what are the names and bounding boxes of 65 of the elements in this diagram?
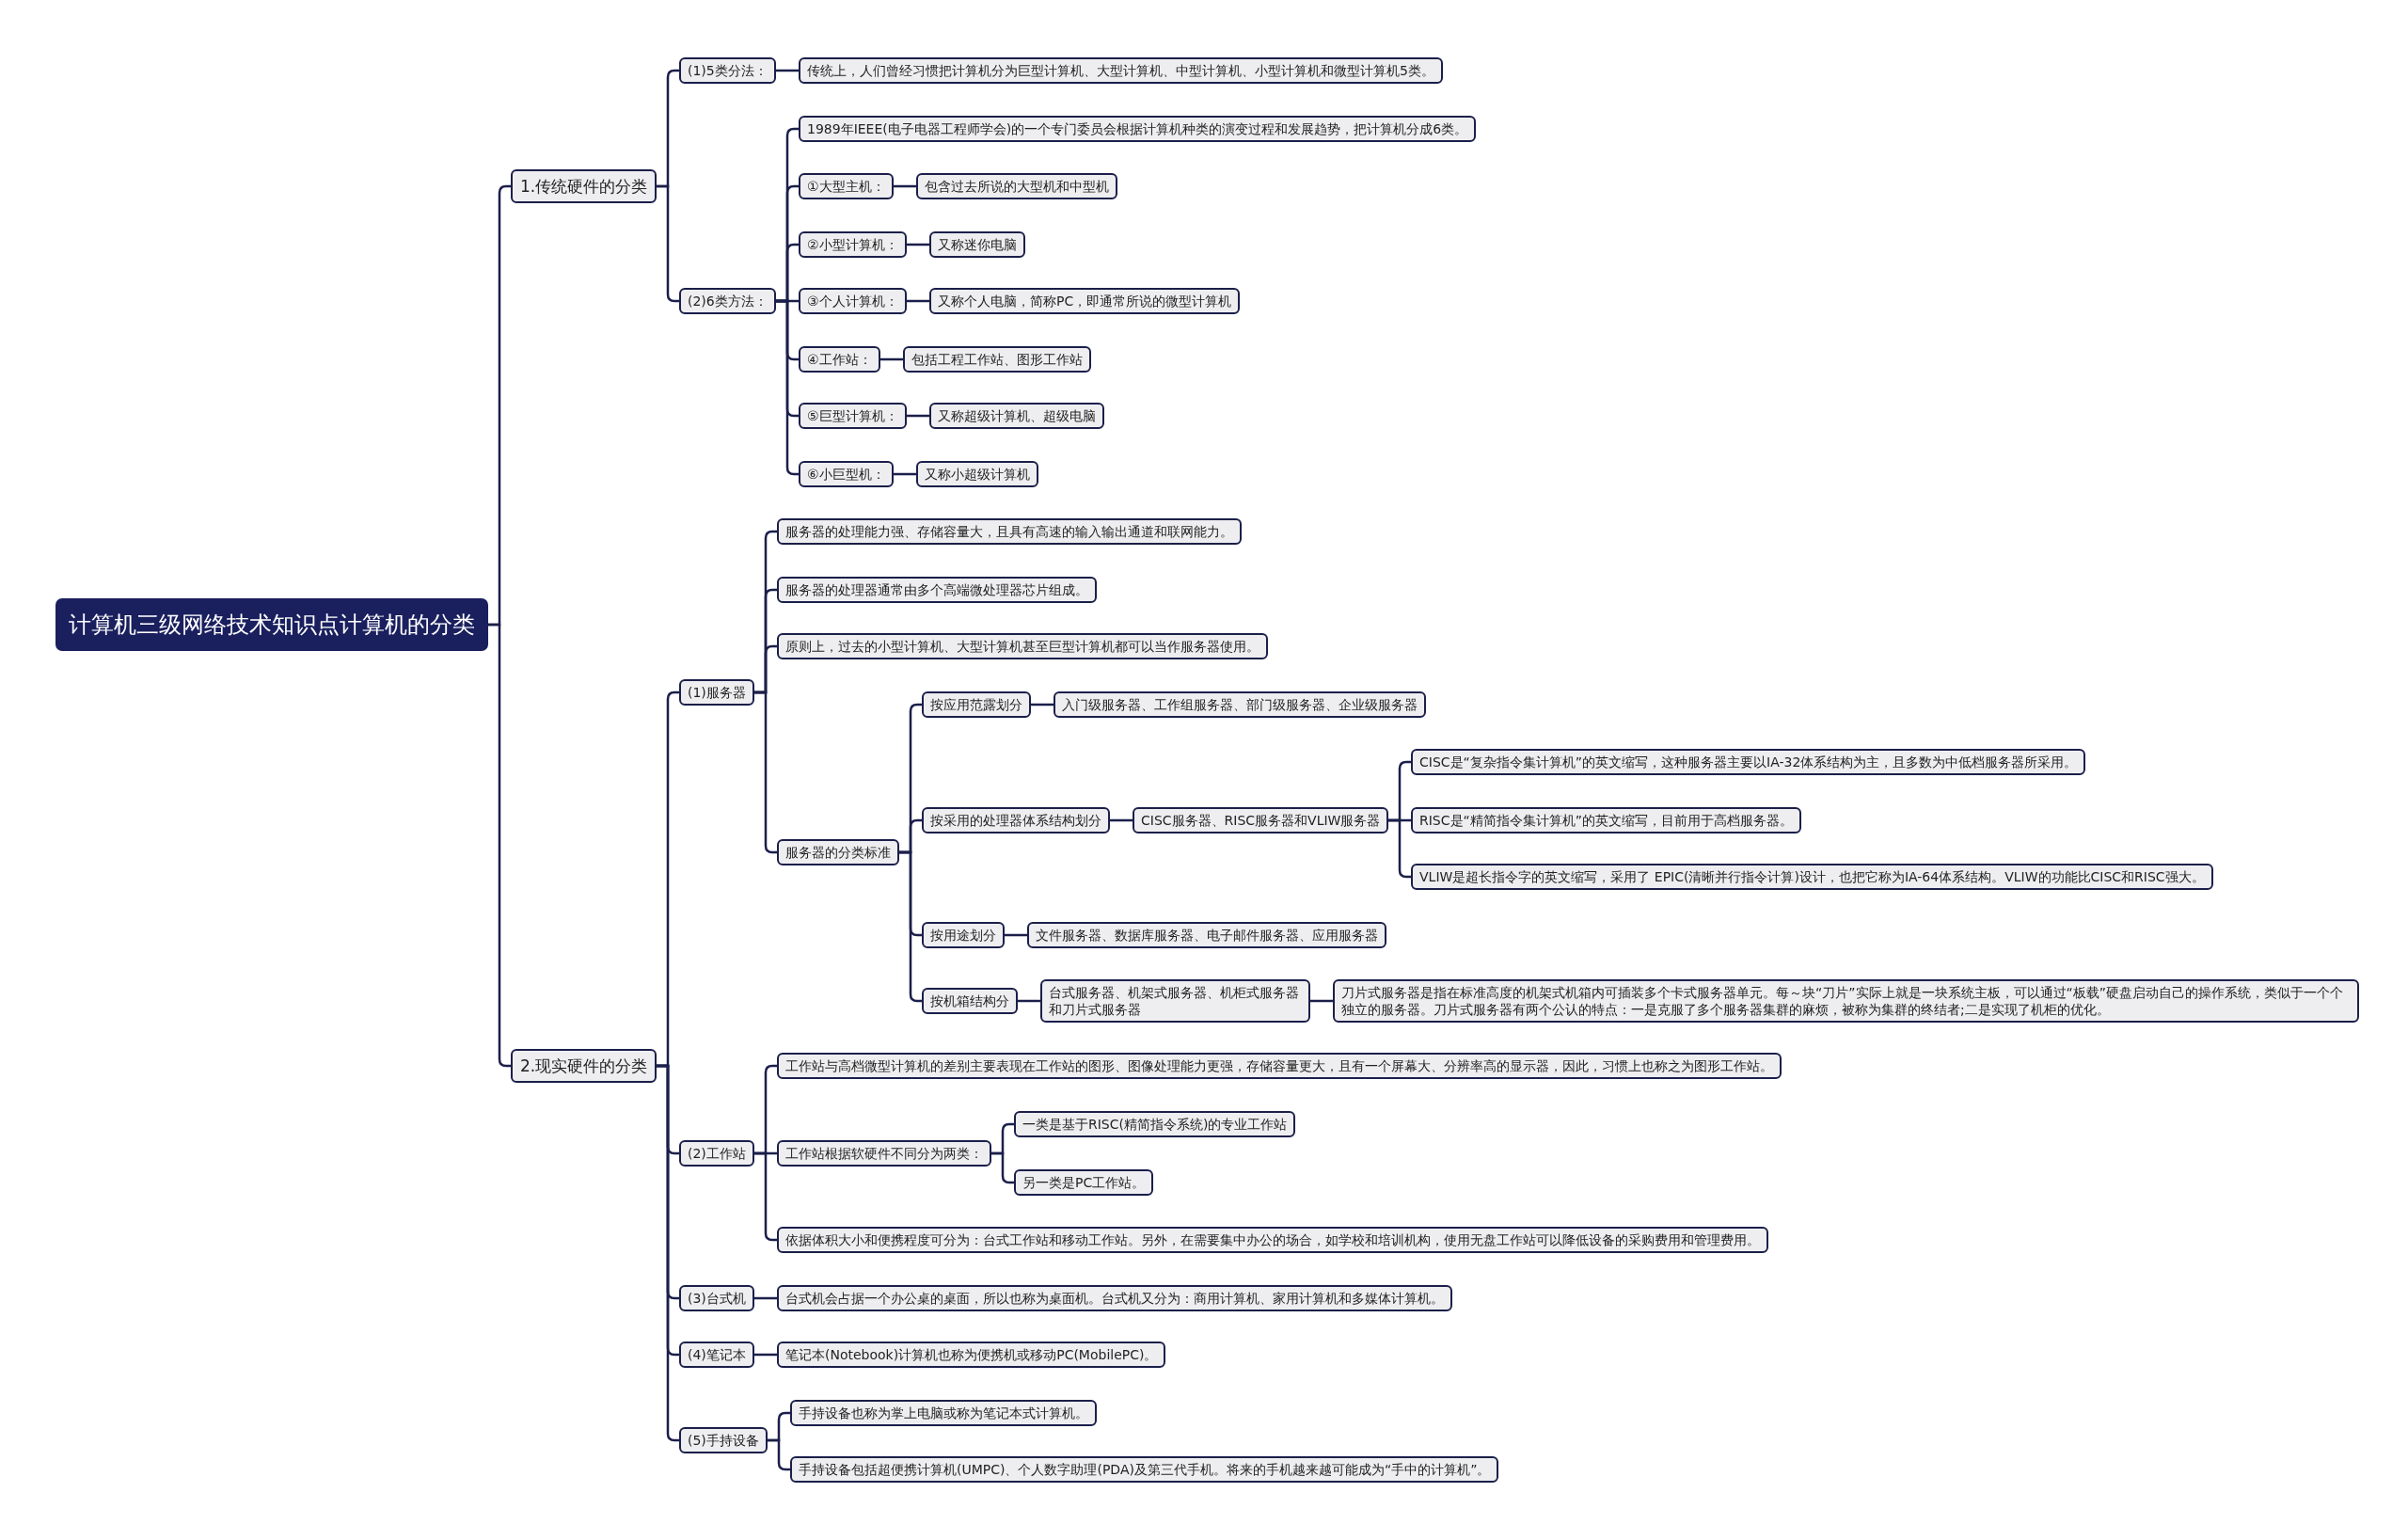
topic-box: RISC是“精简指令集计算机”的英文缩写，目前用于高档服务器。 [1411, 806, 1802, 834]
topic-box: CISC服务器、RISC服务器和VLIW服务器 [1133, 806, 1389, 834]
topic-box: (1)服务器 [679, 679, 754, 706]
topic-box: (2)6类方法： [679, 288, 776, 314]
topic-box: 又称迷你电脑 [929, 230, 1025, 258]
connector-line [776, 69, 799, 72]
connector-line [991, 1151, 1014, 1184]
topic-box: 台式服务器、机架式服务器、机柜式服务器和刀片式服务器 [1040, 979, 1311, 1024]
topic-box: ②小型计算机： [799, 230, 907, 258]
topic-box: (5)手持设备 [679, 1427, 768, 1454]
topic-box: 按采用的处理器体系结构划分 [922, 806, 1110, 834]
topic-box: ⑤巨型计算机： [799, 403, 907, 430]
topic-box: 台式机会占据一个办公桌的桌面，所以也称为桌面机。台式机又分为：商用计算机、家用计算机和多媒体计算机。 [777, 1284, 1452, 1311]
topic-box: 按应用范露划分 [922, 691, 1031, 719]
connector-line [1031, 703, 1054, 706]
topic-box: (3)台式机 [679, 1284, 754, 1311]
topic-box: 入门级服务器、工作组服务器、部门级服务器、企业级服务器 [1054, 691, 1426, 719]
topic-box: 一类是基于RISC(精简指令系统)的专业工作站 [1014, 1111, 1296, 1138]
topic-box: 依据体积大小和便携程度可分为：台式工作站和移动工作站。另外，在需要集中办公的场合，如学校和培训机构，使用无盘工作站可以降低设备的采购费用和管理费用。 [777, 1226, 1768, 1253]
topic-box: VLIW是超长指令字的英文缩写，采用了 EPIC(清晰并行指令计算)设计，也把它称为IA-64体系结构。VLIW的功能比CISC和RISC强大。 [1411, 864, 2213, 891]
topic-box: 又称超级计算机、超级电脑 [929, 403, 1104, 430]
topic-box: ④工作站： [799, 346, 880, 373]
topic-box: 传统上，人们曾经习惯把计算机分为巨型计算机、大型计算机、中型计算机、小型计算机和微型计算机5类。 [799, 57, 1443, 85]
root-topic-box: 计算机三级网络技术知识点计算机的分类 [55, 598, 488, 652]
topic-box: 手持设备包括超便携计算机(UMPC)、个人数字助理(PDA)及第三代手机。将来的手机越来越可能成为“手中的计算机”。 [790, 1456, 1499, 1484]
connector-line [1110, 818, 1133, 822]
topic-box: 刀片式服务器是指在标准高度的机架式机箱内可插装多个卡式服务器单元。每～块“刀片”实际上就是一块系统主板，可以通过“板载”硬盘启动自己的操作系统，类似于一个个独立的服务器。刀片式服务器有两个公认的特点：一是克服了多个服务器集群的麻烦，被称为集群的终结者;二是实现了机柜的优化。 [1333, 979, 2359, 1024]
topic-box: ⑥小巨型机： [799, 461, 894, 488]
topic-box: ①大型主机： [799, 172, 894, 199]
topic-box: 文件服务器、数据库服务器、电子邮件服务器、应用服务器 [1027, 922, 1386, 949]
topic-box: 包含过去所说的大型机和中型机 [916, 172, 1117, 199]
topic-box: 按用途划分 [922, 922, 1005, 949]
connector-line [880, 357, 903, 361]
topic-box: 工作站根据软硬件不同分为两类： [777, 1140, 991, 1167]
topic-box: ③个人计算机： [799, 288, 907, 314]
topic-box: 按机箱结构分 [922, 988, 1018, 1015]
topic-box: 服务器的处理器通常由多个高端微处理器芯片组成。 [777, 576, 1097, 603]
connector-line [907, 243, 929, 246]
connector-line [768, 1438, 790, 1471]
topic-box: 1989年IEEE(电子电器工程师学会)的一个专门委员会根据计算机种类的演变过程和发展趋势，把计算机分成6类。 [799, 116, 1477, 143]
connector-line [1018, 999, 1040, 1003]
topic-box: 原则上，过去的小型计算机、大型计算机甚至巨型计算机都可以当作服务器使用。 [777, 633, 1268, 660]
topic-box: 服务器的分类标准 [777, 839, 899, 866]
connector-line [754, 1296, 777, 1300]
connector-line [1005, 933, 1027, 937]
topic-box: 包括工程工作站、图形工作站 [903, 346, 1091, 373]
topic-box: (1)5类分法： [679, 57, 776, 85]
connector-line [1310, 999, 1333, 1003]
topic-box: 笔记本(Notebook)计算机也称为便携机或移动PC(MobilePC)。 [777, 1342, 1166, 1368]
connector-line [894, 472, 916, 476]
topic-box: 又称小超级计算机 [916, 461, 1038, 488]
topic-box: (2)工作站 [679, 1140, 754, 1167]
connector-line [754, 1353, 777, 1357]
topic-box: 工作站与高档微型计算机的差别主要表现在工作站的图形、图像处理能力更强，存储容量更大，且有一个屏幕大、分辨率高的显示器，因此，习惯上也称之为图形工作站。 [777, 1053, 1782, 1080]
topic-box: (4)笔记本 [679, 1342, 754, 1368]
topic-box: 手持设备也称为掌上电脑或称为笔记本式计算机。 [790, 1400, 1097, 1427]
connector-line [907, 299, 929, 303]
connector-line [907, 414, 929, 418]
topic-box: 又称个人电脑，简称PC，即通常所说的微型计算机 [929, 288, 1241, 314]
topic-box: 1.传统硬件的分类 [511, 168, 657, 203]
topic-box: 服务器的处理能力强、存储容量大，且具有高速的输入输出通道和联网能力。 [777, 517, 1242, 545]
topic-box: CISC是“复杂指令集计算机”的英文缩写，这种服务器主要以IA-32体系结构为主，且多数为中低档服务器所采用。 [1411, 748, 2086, 775]
topic-box: 另一类是PC工作站。 [1014, 1169, 1154, 1197]
connector-line [894, 184, 916, 188]
topic-box: 2.现实硬件的分类 [511, 1049, 657, 1084]
